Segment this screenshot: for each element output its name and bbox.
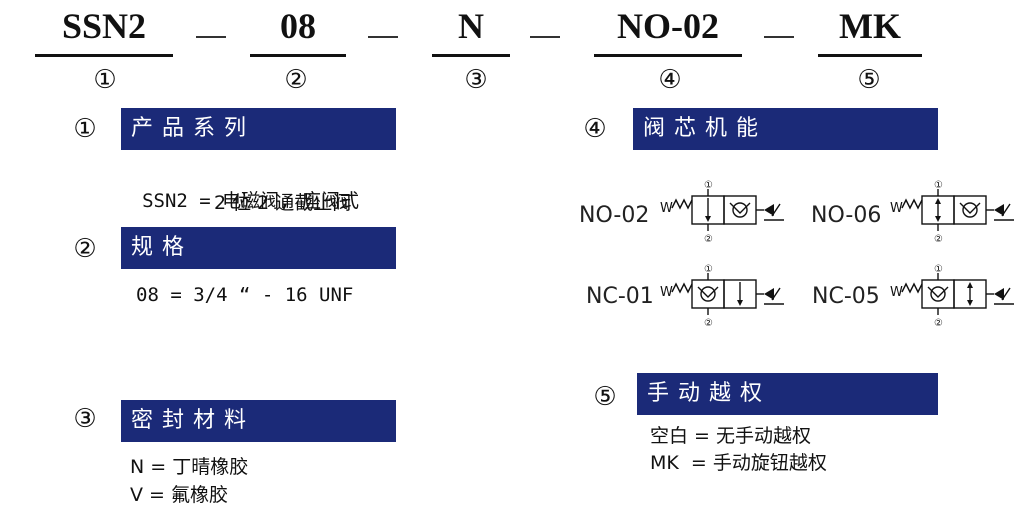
symbol-label-nc05: NC-05 [812,284,880,309]
section-title-seal: 密封材料 [121,400,396,442]
section-title-function: 阀芯机能 [633,108,938,150]
code-segment-series: SSN2 [35,6,173,57]
spring-label: W [660,201,673,216]
code-segment-size: 08 [250,6,346,57]
valve-symbol-nc01: W ① ② [660,264,784,329]
seal-line-1: N = 丁晴橡胶 [130,456,249,478]
section-index-function: ④ [583,114,607,144]
port-1-label: ① [934,264,943,275]
valve-symbol-nc05: W ① ② [890,264,1014,329]
port-1-label: ① [704,264,713,275]
port-2-label: ② [934,234,943,245]
code-dash [764,36,794,38]
override-line-1: 空白 = 无手动越权 [650,425,811,447]
valve-symbol-no02: W ① ② [660,180,784,245]
code-index-1: ① [93,65,117,95]
symbol-label-nc01: NC-01 [586,284,654,309]
port-1-label: ① [704,180,713,191]
spring-label: W [890,201,903,216]
spring-label: W [660,285,673,300]
port-2-label: ② [934,318,943,329]
code-index-5: ⑤ [857,65,881,95]
code-dash [530,36,560,38]
section-index-override: ⑤ [593,382,617,412]
valve-symbol-no06: W ① ② [890,180,1014,245]
code-segment-function: NO-02 [594,6,742,57]
series-line-1: SSN2 = 电磁阀, 座阀式 [130,162,359,214]
symbol-label-no02: NO-02 [579,203,650,228]
code-index-3: ③ [464,65,488,95]
series-line-2: 2 位 2 通截止阀 [214,192,352,214]
spec-line-1: 08 = 3/4 “ - 16 UNF [136,284,354,306]
code-index-2: ② [284,65,308,95]
section-title-spec: 规格 [121,227,396,269]
port-2-label: ② [704,318,713,329]
seal-line-2: V = 氟橡胶 [130,484,228,506]
code-index-4: ④ [658,65,682,95]
spring-label: W [890,285,903,300]
section-index-series: ① [73,114,97,144]
code-dash [196,36,226,38]
section-title-override: 手动越权 [637,373,938,415]
port-1-label: ① [934,180,943,191]
section-title-series: 产品系列 [121,108,396,150]
section-index-seal: ③ [73,404,97,434]
series-line-1-text: SSN2 = 电磁阀, 座阀式 [142,190,360,212]
symbol-label-no06: NO-06 [811,203,882,228]
code-segment-override: MK [818,6,922,57]
code-segment-seal: N [432,6,510,57]
section-index-spec: ② [73,234,97,264]
code-dash [368,36,398,38]
port-2-label: ② [704,234,713,245]
override-line-2: MK = 手动旋钮越权 [650,452,827,474]
